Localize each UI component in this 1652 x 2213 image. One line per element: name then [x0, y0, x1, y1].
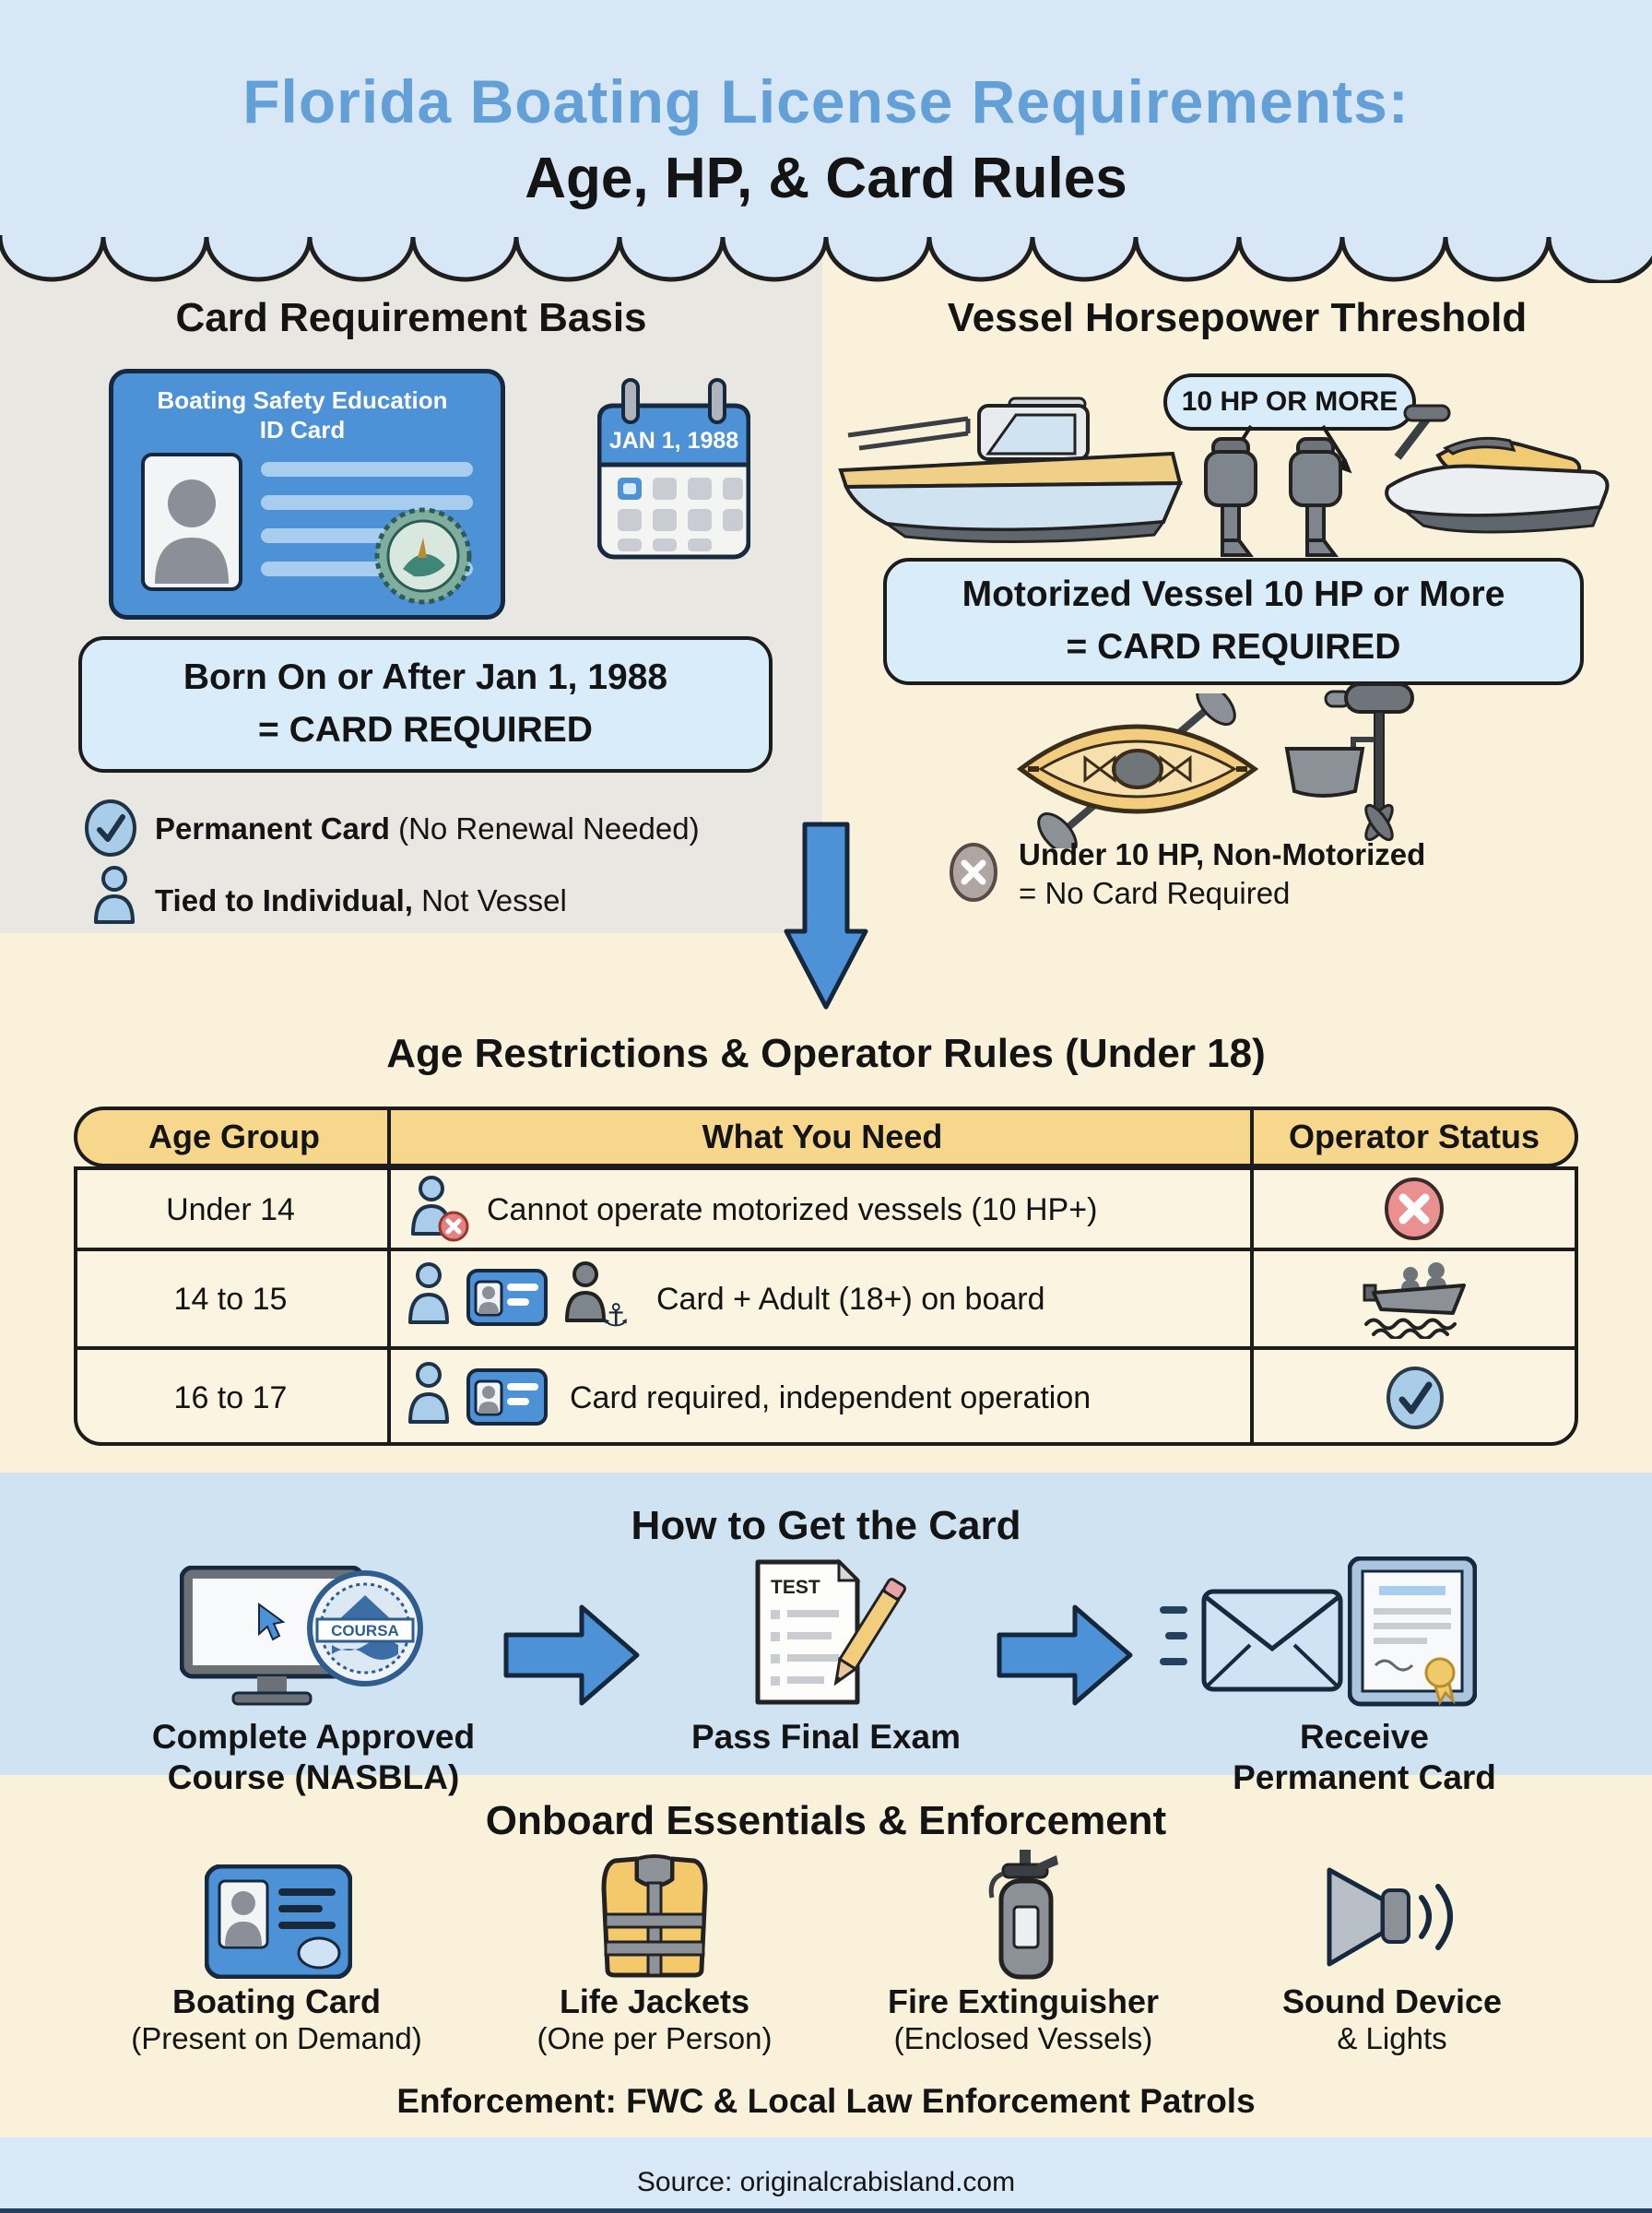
right-arrow-icon	[997, 1604, 1133, 1706]
age-cell-under-14: Under 14	[166, 1192, 295, 1227]
age-cell-14-15: 14 to 15	[173, 1282, 288, 1317]
born-after-rule-box: Born On or After Jan 1, 1988 = CARD REQU…	[78, 636, 773, 773]
check-circle-icon	[85, 799, 136, 857]
step1-line2: Course (NASBLA)	[167, 1757, 460, 1796]
person-icon	[408, 1362, 449, 1424]
motorized-rule-line1: Motorized Vessel 10 HP or More	[962, 574, 1505, 615]
status-boat-people-icon	[1363, 1262, 1466, 1339]
exempt-line2: = No Card Required	[1019, 876, 1291, 910]
bottom-edge-bar	[0, 2208, 1652, 2213]
born-rule-line1: Born On or After Jan 1, 1988	[183, 657, 668, 698]
outboard-motors-icon	[1204, 437, 1342, 557]
person-icon	[408, 1262, 449, 1324]
hp-threshold-heading: Vessel Horsepower Threshold	[947, 295, 1528, 340]
bullet-bold-text: Tied to Individual,	[155, 883, 413, 917]
motorized-rule-box: Motorized Vessel 10 HP or More = CARD RE…	[883, 558, 1584, 685]
id-card-icon	[466, 1269, 548, 1326]
enforcement-note: Enforcement: FWC & Local Law Enforcement…	[396, 2082, 1256, 2120]
id-card-text-bar	[261, 495, 473, 510]
right-arrow-icon	[503, 1604, 640, 1706]
jet-ski-icon	[1385, 404, 1610, 534]
source-credit: Source: originalcrabisland.com	[636, 2167, 1016, 2197]
person-icon	[94, 866, 135, 924]
step1-label: Complete Approved Course (NASBLA)	[111, 1717, 516, 1797]
step3-line1: Receive	[1300, 1718, 1429, 1756]
age-rules-heading: Age Restrictions & Operator Rules (Under…	[386, 1031, 1266, 1076]
bullet-bold-text: Permanent Card	[155, 811, 390, 846]
header-background	[0, 0, 1652, 238]
column-header-age-group: Age Group	[148, 1118, 320, 1155]
hp-badge: 10 HP OR MORE	[1163, 373, 1416, 431]
step3-label: Receive Permanent Card	[1162, 1717, 1567, 1797]
step3-line2: Permanent Card	[1233, 1757, 1496, 1796]
badge-label: COURSA	[331, 1622, 399, 1639]
howto-heading: How to Get the Card	[631, 1503, 1021, 1548]
person-prohibited-icon	[411, 1176, 469, 1242]
need-cell-14-15: Card + Adult (18+) on board	[656, 1282, 1045, 1317]
footer-background	[0, 2137, 1652, 2213]
boat-icon	[838, 396, 1184, 544]
florida-seal-icon	[374, 507, 472, 605]
fire-extinguisher-icon	[988, 1850, 1058, 1980]
id-photo-icon	[141, 453, 242, 591]
id-card-icon	[466, 1368, 548, 1426]
need-cell-16-17: Card required, independent operation	[570, 1380, 1092, 1415]
bullet-rest-text: Not Vessel	[412, 883, 567, 917]
essentials-heading: Onboard Essentials & Enforcement	[485, 1798, 1167, 1843]
certificate-icon	[1348, 1556, 1477, 1707]
trolling-motor-icon	[1284, 682, 1414, 842]
vessels-illustration	[838, 396, 1610, 557]
sound-device-icon	[1327, 1867, 1453, 1967]
test-label: TEST	[771, 1577, 820, 1598]
status-check-icon	[1386, 1367, 1444, 1429]
essential-title-sound-device: Sound Device	[1281, 1982, 1503, 2020]
essential-title-fire-extinguisher: Fire Extinguisher	[887, 1982, 1160, 2020]
age-cell-16-17: 16 to 17	[173, 1380, 288, 1415]
exempt-line1: Under 10 HP, Non-Motorized	[1019, 837, 1426, 871]
motorized-rule-line2: = CARD REQUIRED	[1066, 627, 1401, 667]
need-cell-under-14: Cannot operate motorized vessels (10 HP+…	[487, 1192, 1098, 1227]
id-card-title-line2: ID Card	[259, 416, 346, 444]
step1-line1: Complete Approved	[151, 1718, 476, 1756]
tied-to-individual-bullet: Tied to Individual, Not Vessel	[155, 883, 800, 918]
essential-title-boating-card: Boating Card	[171, 1982, 381, 2020]
born-rule-line2: = CARD REQUIRED	[258, 710, 593, 750]
step2-label: Pass Final Exam	[690, 1718, 962, 1756]
x-circle-icon	[950, 843, 997, 902]
table-row-divider	[76, 1248, 1576, 1251]
essential-title-life-jackets: Life Jackets	[559, 1982, 750, 2020]
column-header-operator-status: Operator Status	[1288, 1118, 1540, 1155]
id-card-title-line1: Boating Safety Education	[157, 386, 448, 414]
table-column-divider	[387, 1108, 391, 1444]
poster-title-line2: Age, HP, & Card Rules	[525, 147, 1127, 210]
age-table-body	[74, 1166, 1578, 1446]
mail-delivery-icon	[1160, 1589, 1343, 1692]
essential-subtitle-fire-extinguisher: (Enclosed Vessels)	[893, 2021, 1153, 2055]
kayak-icon	[1016, 693, 1259, 848]
essential-subtitle-sound-device: & Lights	[1337, 2021, 1447, 2055]
svg-text:⚓: ⚓	[602, 1297, 630, 1330]
id-card-text-bar	[261, 462, 473, 477]
poster-title-line1: Florida Boating License Requirements:	[242, 67, 1410, 136]
boating-id-card-illustration: Boating Safety Education ID Card	[109, 369, 505, 620]
calendar-date-label: JAN 1, 1988	[609, 428, 738, 454]
exam-paper-icon: TEST	[755, 1558, 907, 1705]
life-jacket-icon	[601, 1854, 708, 1978]
age-table-header-row: Age Group What You Need Operator Status	[74, 1106, 1578, 1167]
boating-card-icon	[205, 1864, 352, 1979]
nasbla-course-badge-icon: COURSA	[307, 1570, 423, 1686]
scallop-wave-border	[0, 235, 1652, 283]
calendar-illustration: JAN 1, 1988	[596, 376, 751, 561]
status-prohibited-icon	[1385, 1178, 1444, 1240]
essential-subtitle-life-jackets: (One per Person)	[537, 2021, 773, 2055]
table-row-divider	[76, 1346, 1576, 1350]
card-basis-heading: Card Requirement Basis	[175, 295, 647, 340]
column-header-what-you-need: What You Need	[702, 1118, 943, 1155]
essential-subtitle-boating-card: (Present on Demand)	[131, 2021, 422, 2055]
table-column-divider	[1250, 1108, 1254, 1444]
bullet-rest-text: (No Renewal Needed)	[389, 811, 700, 846]
permanent-card-bullet: Permanent Card (No Renewal Needed)	[155, 811, 800, 846]
down-arrow-icon	[784, 822, 868, 1010]
adult-anchor-icon: ⚓	[565, 1261, 630, 1330]
